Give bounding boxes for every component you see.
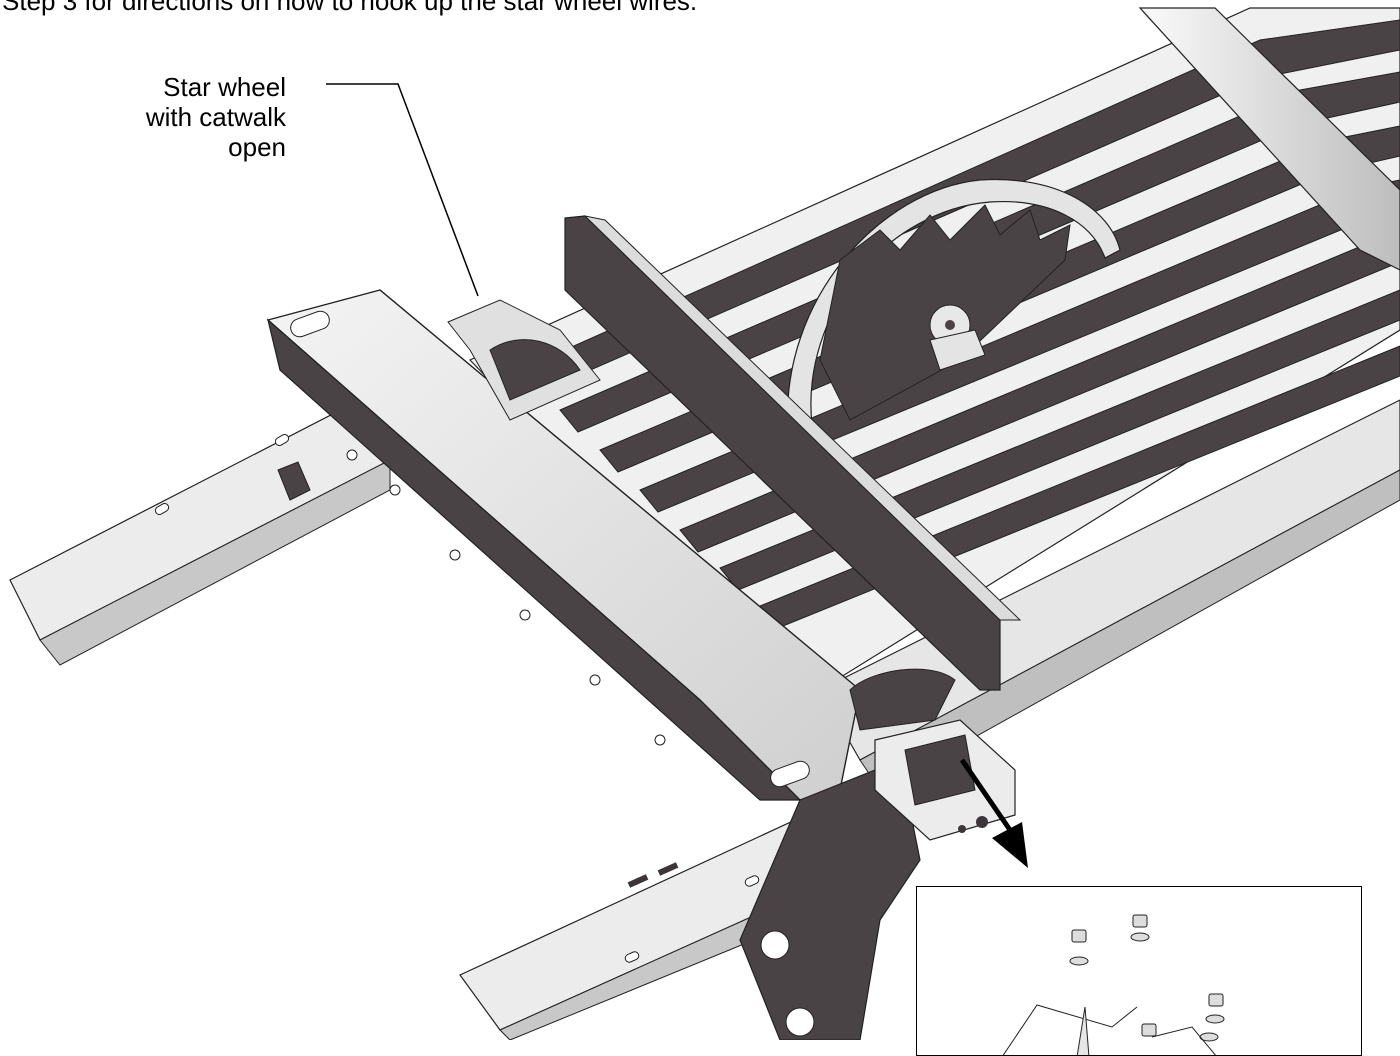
top-cross-beam	[1138, 7, 1400, 271]
callout-leader-line	[326, 83, 479, 297]
callout-line-2: with catwalk	[145, 102, 286, 132]
star-wheel-guard	[786, 178, 1121, 431]
mounting-bracket	[739, 759, 921, 1040]
down-right-arrow-icon	[959, 758, 1028, 868]
catwalk-open	[447, 299, 601, 421]
callout-line-3: open	[228, 132, 286, 162]
front-beam	[266, 289, 861, 801]
sensor-housing	[849, 668, 1016, 841]
detail-hardware-drawing	[1002, 914, 1225, 1055]
callout-line-1: Star wheel	[163, 72, 286, 102]
left-rail	[9, 399, 391, 666]
star-wheel-callout: Star wheel with catwalk open	[146, 72, 286, 162]
instruction-text: Step 3 for directions on how to hook up …	[2, 0, 698, 16]
detail-inset	[916, 886, 1362, 1056]
